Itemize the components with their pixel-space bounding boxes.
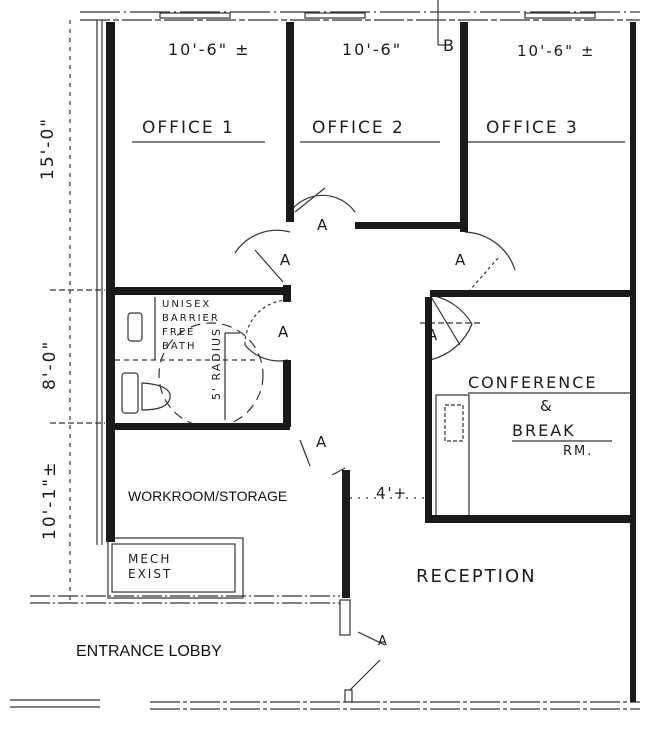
- restroom-label-line: BARRIER: [162, 313, 220, 324]
- office2-label: OFFICE 2: [312, 118, 405, 138]
- office2-dimension: 10'-6": [342, 40, 403, 59]
- mech-label-line: MECH: [128, 552, 172, 566]
- door-tag: A: [280, 251, 291, 269]
- restroom-label-line: BATH: [162, 341, 197, 352]
- door-tag: A: [455, 251, 466, 269]
- corridor-width-dimension: 4'+: [376, 484, 409, 502]
- door-tag: A: [317, 216, 328, 234]
- restroom-label-line: UNISEX: [162, 299, 212, 310]
- workroom-label: WORKROOM/STORAGE: [128, 488, 288, 504]
- reception-label: RECEPTION: [416, 566, 537, 587]
- restroom-label-line: FREE: [162, 327, 196, 338]
- restroom-label: UNISEX BARRIER FREE BATH: [162, 298, 220, 354]
- office1-label: OFFICE 1: [142, 118, 235, 138]
- entrance-lobby-label: ENTRANCE LOBBY: [76, 643, 222, 660]
- door-tag: A: [427, 326, 438, 344]
- office3-label: OFFICE 3: [486, 118, 579, 138]
- turning-radius-note: 5' RADIUS: [210, 327, 223, 400]
- dimension-workroom-depth: 10'-1"±: [40, 460, 60, 540]
- heavy-walls: [106, 22, 636, 702]
- room-abbrev: RM.: [563, 444, 594, 459]
- office1-dimension: 10'-6" ±: [168, 40, 251, 59]
- door-tag: A: [278, 323, 289, 341]
- door-tag: A: [378, 634, 388, 649]
- dimension-office-depth: 15'-0": [38, 116, 58, 180]
- break-label: BREAK: [512, 421, 576, 440]
- door-tag: A: [316, 433, 327, 451]
- mech-label-line: EXIST: [128, 567, 173, 581]
- office3-dimension: 10'-6" ±: [517, 42, 596, 60]
- section-marker: B: [443, 36, 456, 55]
- dimension-bath-depth: 8'-0": [40, 339, 60, 390]
- conference-label: CONFERENCE: [468, 373, 598, 392]
- thin-linework: [10, 0, 640, 710]
- mech-label: MECH EXIST: [128, 552, 172, 582]
- conference-ampersand: &: [540, 397, 554, 415]
- door-tags: A A A A A A A: [278, 216, 466, 649]
